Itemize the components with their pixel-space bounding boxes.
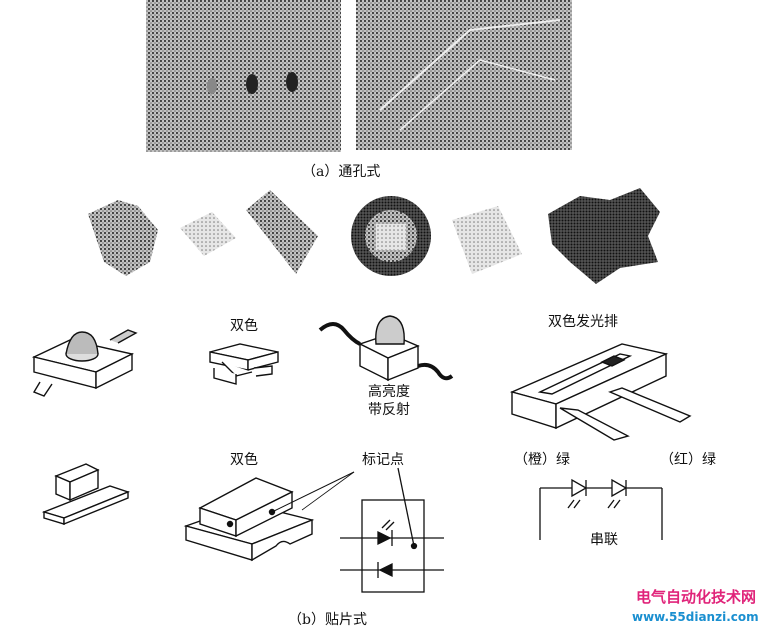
label-orange-green: （橙）绿 [514,452,570,468]
label-bicolor-bottom: 双色 [230,452,258,468]
through-hole-photo-left [146,0,341,152]
watermark-title: 电气自动化技术网 [636,588,757,606]
through-hole-photo-right [356,0,572,150]
smd-flat-led [41,463,131,526]
smd-dome-led [31,329,138,397]
label-high-brightness-2: 带反射 [368,402,410,418]
caption-smd: （b）贴片式 [288,612,367,628]
label-high-brightness-1: 高亮度 [368,384,410,400]
label-bicolor-bar: 双色发光排 [548,314,618,330]
watermark-url: www.55dianzi.com [632,610,759,624]
smd-photo-strip [88,188,660,284]
label-red-green: （红）绿 [660,452,716,468]
smd-high-brightness-led [318,315,454,382]
smd-bicolor-box-led [183,471,355,562]
label-series: 串联 [590,532,618,548]
caption-through-hole: （a）通孔式 [302,164,381,180]
smd-bicolor-part [209,343,279,385]
high-brightness-leader [301,471,355,511]
smd-bicolor-light-bar [509,343,692,441]
series-led-schematic [539,478,663,540]
label-marker-dot: 标记点 [362,452,404,468]
bicolor-led-schematic [340,467,444,593]
label-bicolor-top: 双色 [230,318,258,334]
